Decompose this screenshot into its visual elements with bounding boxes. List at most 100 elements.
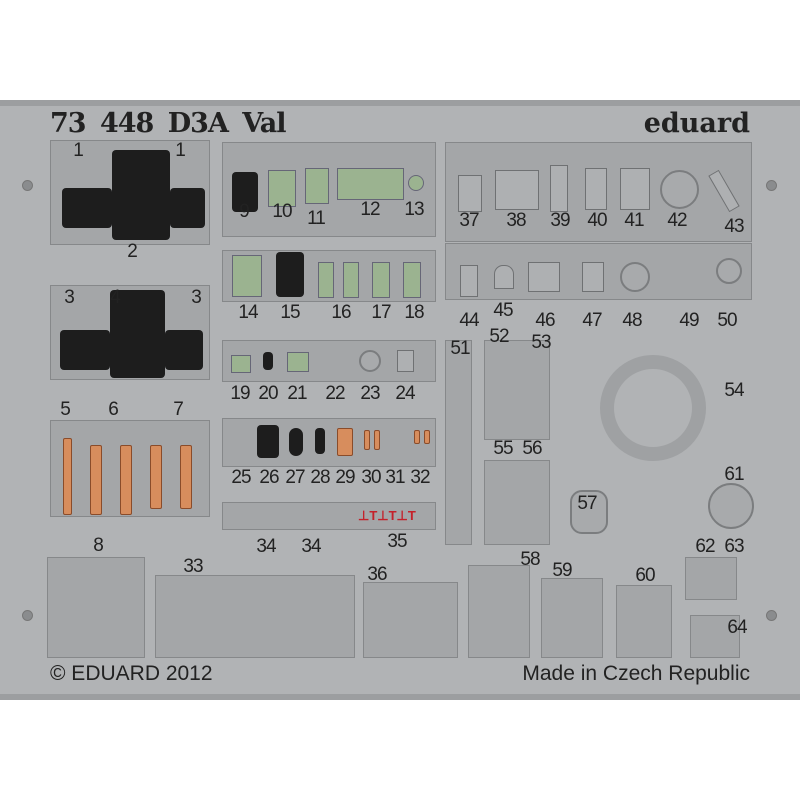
part-number-label: 62 xyxy=(695,536,715,557)
part-29 xyxy=(337,428,353,456)
part-50 xyxy=(716,258,742,284)
origin-text: Made in Czech Republic xyxy=(522,662,750,685)
part-24 xyxy=(397,350,414,372)
part-33 xyxy=(155,575,355,658)
seatbelt-7b xyxy=(180,445,192,509)
part-14 xyxy=(232,255,262,297)
instrument-panel-rear-right xyxy=(165,330,203,370)
part-54-engine-ring xyxy=(600,355,706,461)
part-number-label: 57 xyxy=(577,493,597,514)
part-number-label: 60 xyxy=(635,565,655,586)
part-64 xyxy=(690,615,740,658)
part-30b xyxy=(374,430,380,450)
part-35-levers: ⊥T⊥T⊥T xyxy=(358,508,416,523)
part-number-label: 21 xyxy=(287,383,307,404)
part-number-label: 49 xyxy=(679,310,699,331)
part-number-label: 50 xyxy=(717,310,737,331)
part-number-label: 61 xyxy=(724,464,744,485)
part-number-label: 38 xyxy=(506,210,526,231)
seatbelt-6a xyxy=(90,445,102,515)
part-61 xyxy=(708,483,754,529)
part-number-label: 16 xyxy=(331,302,351,323)
part-9 xyxy=(232,172,258,212)
instrument-panel-rear-left xyxy=(60,330,110,370)
part-15 xyxy=(276,252,304,297)
part-number-label: 39 xyxy=(550,210,570,231)
part-19 xyxy=(231,355,251,373)
part-number-label: 40 xyxy=(587,210,607,231)
part-number-label: 43 xyxy=(724,216,744,237)
part-12 xyxy=(337,168,404,200)
part-41 xyxy=(620,168,650,210)
seatbelt-5 xyxy=(63,438,72,515)
part-number-label: 4 xyxy=(110,287,121,308)
panel-55-56 xyxy=(484,460,550,545)
part-number-label: 36 xyxy=(367,564,387,585)
part-number-label: 25 xyxy=(231,467,251,488)
part-number-label: 28 xyxy=(310,467,330,488)
set-title: 73 448 D3A Val xyxy=(50,108,287,139)
part-number-label: 54 xyxy=(724,380,744,401)
part-number-label: 52 xyxy=(489,326,509,347)
part-37 xyxy=(458,175,482,212)
part-number-label: 45 xyxy=(493,300,513,321)
part-number-label: 14 xyxy=(238,302,258,323)
mount-hole xyxy=(22,610,33,621)
part-58 xyxy=(468,565,530,658)
part-number-label: 56 xyxy=(522,438,542,459)
part-number-label: 1 xyxy=(73,140,84,161)
part-48 xyxy=(620,262,650,292)
set-number: 73 448 xyxy=(50,108,154,139)
part-number-label: 55 xyxy=(493,438,513,459)
part-number-label: 7 xyxy=(173,399,184,420)
part-number-label: 37 xyxy=(459,210,479,231)
fret-bottom-rail xyxy=(0,694,800,700)
part-40 xyxy=(585,168,607,210)
part-60 xyxy=(616,585,672,658)
part-number-label: 23 xyxy=(360,383,380,404)
part-number-label: 12 xyxy=(360,199,380,220)
part-number-label: 20 xyxy=(258,383,278,404)
part-18 xyxy=(403,262,421,298)
mount-hole xyxy=(766,180,777,191)
part-number-label: 48 xyxy=(622,310,642,331)
part-32b xyxy=(424,430,430,444)
part-45 xyxy=(494,265,514,289)
part-11 xyxy=(305,168,329,204)
part-17 xyxy=(372,262,390,298)
model-name: D3A Val xyxy=(167,108,287,139)
seatbelt-7a xyxy=(150,445,162,509)
instrument-panel-part-4 xyxy=(110,290,165,378)
part-39 xyxy=(550,165,568,212)
part-number-label: 17 xyxy=(371,302,391,323)
part-number-label: 9 xyxy=(239,201,250,222)
part-51-rail xyxy=(445,340,472,545)
panel-52-53 xyxy=(484,340,550,440)
mount-hole xyxy=(22,180,33,191)
part-36 xyxy=(363,582,458,658)
part-57 xyxy=(570,490,608,534)
part-62-63 xyxy=(685,557,737,600)
part-number-label: 1 xyxy=(175,140,186,161)
part-number-label: 2 xyxy=(127,241,138,262)
part-number-label: 26 xyxy=(259,467,279,488)
part-number-label: 18 xyxy=(404,302,424,323)
part-number-label: 64 xyxy=(727,617,747,638)
part-26 xyxy=(257,425,279,458)
part-number-label: 6 xyxy=(108,399,119,420)
part-number-label: 31 xyxy=(385,467,405,488)
part-number-label: 11 xyxy=(307,208,326,229)
part-number-label: 51 xyxy=(450,338,470,359)
part-number-label: 29 xyxy=(335,467,355,488)
part-number-label: 5 xyxy=(60,399,71,420)
part-number-label: 24 xyxy=(395,383,415,404)
instrument-panel-part-2 xyxy=(112,150,170,240)
part-number-label: 46 xyxy=(535,310,555,331)
part-number-label: 34 xyxy=(301,536,321,557)
part-8 xyxy=(47,557,145,658)
part-10 xyxy=(268,170,296,207)
part-number-label: 47 xyxy=(582,310,602,331)
part-number-label: 3 xyxy=(64,287,75,308)
part-number-label: 42 xyxy=(667,210,687,231)
copyright-text: © EDUARD 2012 xyxy=(50,662,213,685)
